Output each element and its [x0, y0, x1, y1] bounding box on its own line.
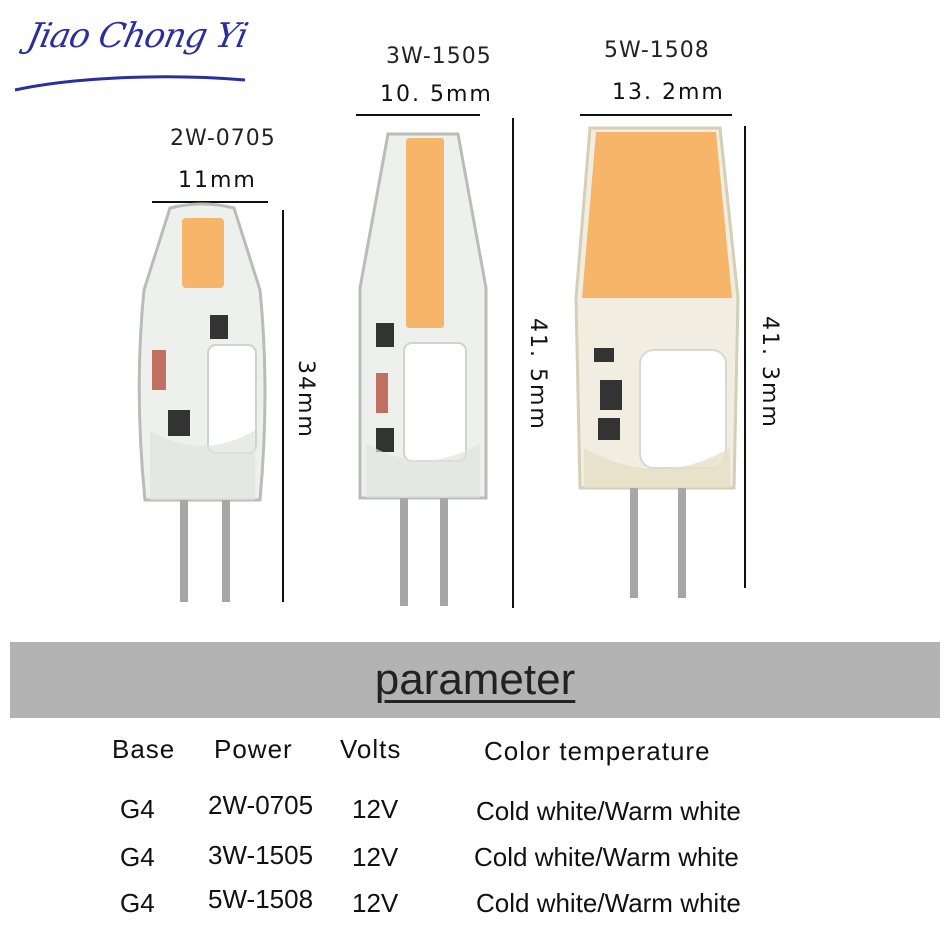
header-power: Power: [214, 734, 293, 764]
bulb-2-model-label: 3W-1505: [386, 44, 492, 69]
table-row-2-color: Cold white/Warm white: [474, 842, 739, 872]
bulb-2-width-label: 10. 5mm: [380, 82, 493, 107]
table-row-1-base: G4: [120, 794, 155, 824]
brand-logo: [10, 18, 250, 98]
bulb-1-image: [130, 200, 275, 610]
bulb-2-width-line: [356, 114, 480, 116]
table-row-3-power: 5W-1508: [208, 884, 314, 914]
bulb-3-width-line: [580, 114, 732, 116]
bulb-3-height-label: 41. 3mm: [757, 316, 782, 429]
bulb-3-model-label: 5W-1508: [604, 38, 710, 63]
bulb-1-model-label: 2W-0705: [170, 126, 276, 151]
parameter-title: parameter: [374, 655, 576, 704]
bulb-3-height-line: [744, 126, 746, 588]
table-row-2-base: G4: [120, 842, 155, 872]
bulb-2-height-label: 41. 5mm: [525, 318, 550, 431]
table-row-3-volts: 12V: [352, 888, 399, 918]
bulb-1-height-line: [282, 210, 284, 602]
table-row-2-power: 3W-1505: [208, 840, 314, 870]
table-row-1-color: Cold white/Warm white: [476, 796, 741, 826]
table-row-3-color: Cold white/Warm white: [476, 888, 741, 918]
bulb-2-height-line: [512, 118, 514, 608]
header-color-temperature: Color temperature: [484, 736, 711, 766]
bulb-1-height-label: 34mm: [293, 360, 318, 439]
header-base: Base: [112, 734, 176, 764]
table-row-3-base: G4: [120, 888, 155, 918]
table-row-1-volts: 12V: [352, 794, 399, 824]
header-volts: Volts: [340, 734, 402, 764]
bulb-3-width-label: 13. 2mm: [612, 80, 725, 105]
table-row-1-power: 2W-0705: [208, 790, 314, 820]
parameter-header-bar: parameter: [10, 642, 940, 718]
bulb-1-width-label: 11mm: [178, 168, 257, 193]
bulb-1-width-line: [152, 201, 268, 203]
bulb-3-image: [570, 118, 745, 608]
table-row-2-volts: 12V: [352, 842, 399, 872]
bulb-2-image: [348, 118, 498, 608]
brand-logo-text: Jiao Chong Yi: [23, 16, 251, 56]
